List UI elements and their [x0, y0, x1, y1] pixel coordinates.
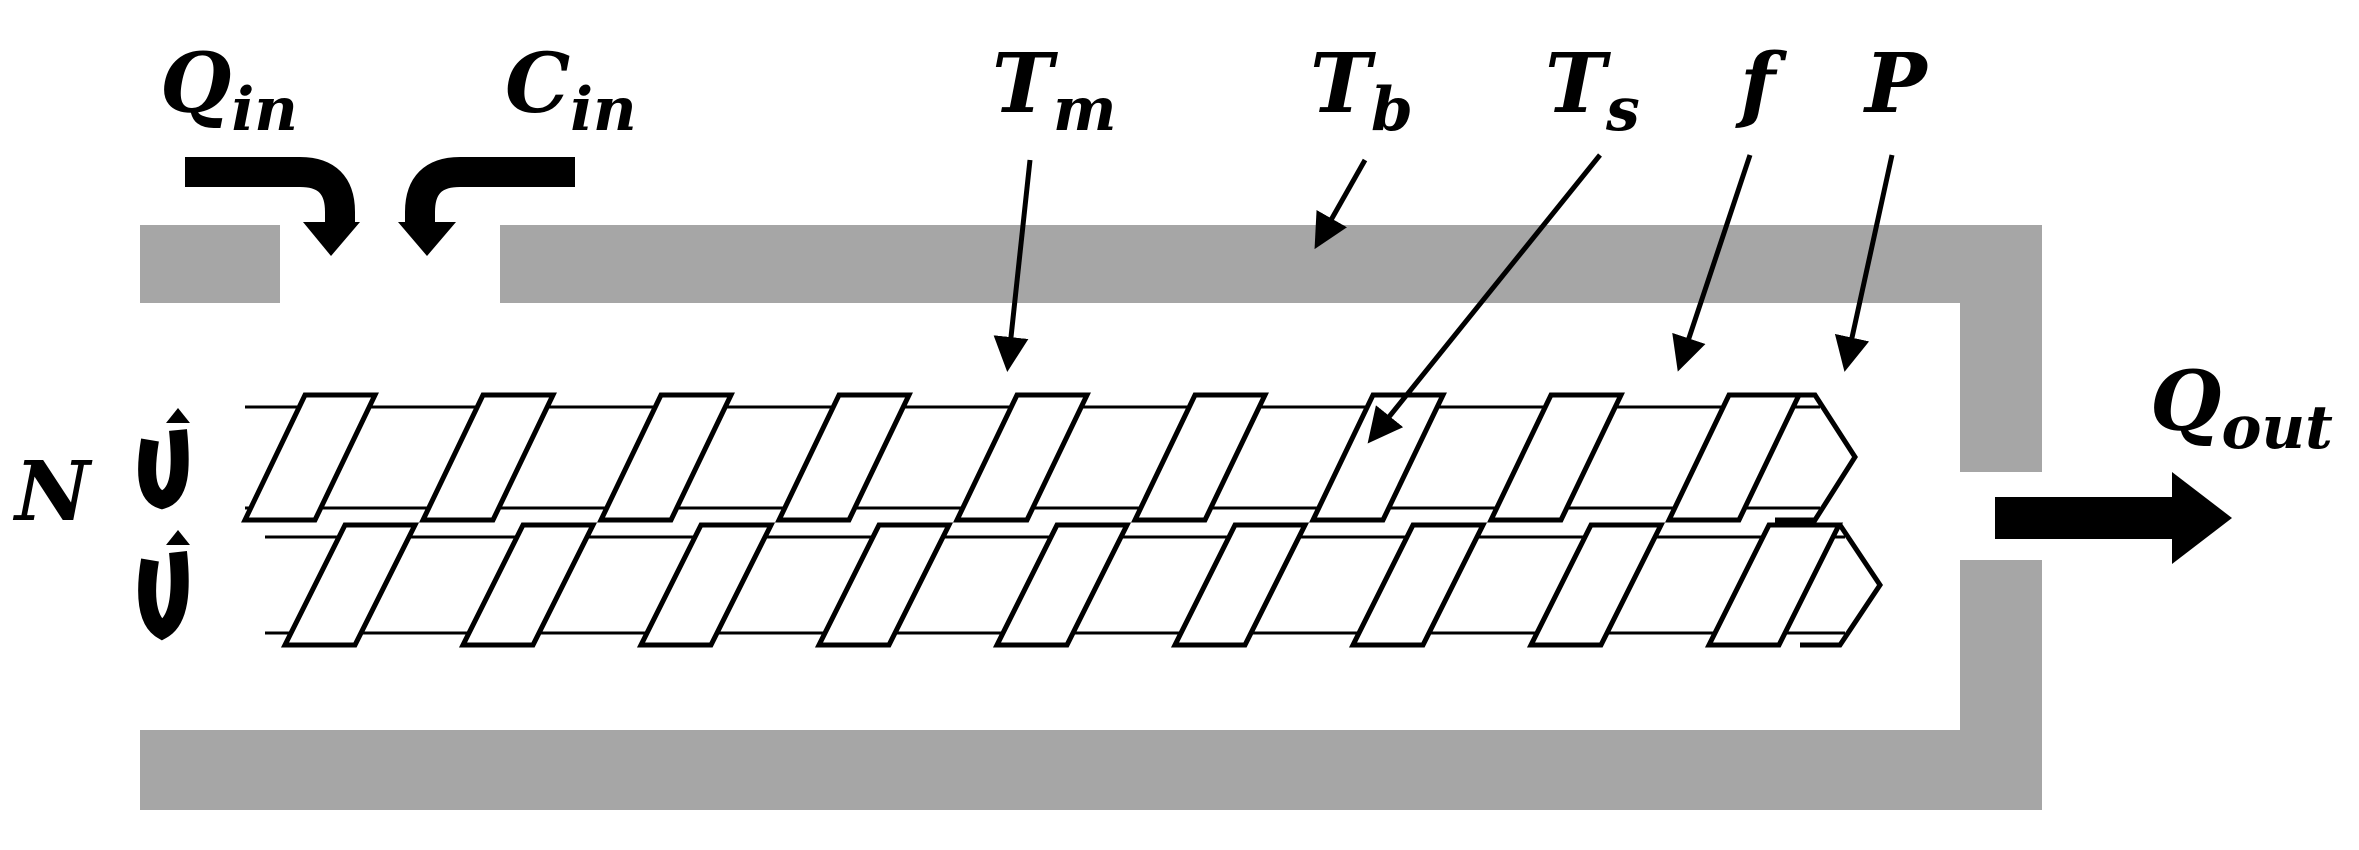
screw-flight	[597, 392, 735, 523]
n-label: N	[12, 444, 93, 540]
screw-tip	[1800, 522, 1884, 648]
q-in-label: Qin	[160, 36, 298, 145]
t-m-pointer-arrow	[993, 159, 1033, 372]
screw-flight	[1170, 522, 1310, 648]
t-m-label: Tm	[992, 36, 1117, 145]
rotation-arrow-bottom	[138, 530, 190, 641]
f-pointer-arrow	[1672, 154, 1753, 372]
screw-flight	[992, 522, 1132, 648]
screw-flight	[636, 522, 776, 648]
screw-flight	[1131, 392, 1269, 523]
c-in-label: Cin	[505, 36, 637, 145]
twin-screws	[241, 392, 1884, 648]
screw-top	[241, 392, 1858, 523]
t-b-label: Tb	[1310, 36, 1413, 145]
q-in-arrow	[185, 157, 360, 256]
screw-flight	[458, 522, 598, 648]
barrel	[140, 225, 2042, 810]
screw-flight	[1348, 522, 1488, 648]
t-s-label: Ts	[1545, 36, 1640, 145]
screw-flight	[814, 522, 954, 648]
screw-flight	[1526, 522, 1666, 648]
barrel-bottom-segment	[140, 730, 2042, 810]
t-s-pointer-arrow	[1367, 153, 1602, 444]
screw-flight	[280, 522, 420, 648]
screw-flight	[1704, 522, 1844, 648]
p-label: P	[1863, 36, 1929, 132]
screw-flight	[1665, 392, 1803, 523]
q-out-label: Qout	[2150, 354, 2333, 463]
p-pointer-arrow	[1834, 154, 1895, 372]
rotation-arrow-top	[138, 408, 190, 510]
q-out-arrow	[1995, 472, 2232, 564]
screw-flight	[241, 392, 379, 523]
screw-flight	[419, 392, 557, 523]
screw-bottom	[265, 522, 1884, 648]
screw-flight	[1487, 392, 1625, 523]
c-in-arrow	[398, 157, 575, 256]
t-b-pointer-arrow	[1314, 158, 1368, 250]
barrel-top-left-segment	[140, 225, 280, 303]
screw-flight	[953, 392, 1091, 523]
f-label: f	[1735, 36, 1787, 132]
barrel-top-right-segment	[500, 225, 2042, 303]
screw-flight	[775, 392, 913, 523]
screw-flight	[1309, 392, 1447, 523]
screw-tip	[1775, 392, 1858, 523]
barrel-right-upper-segment	[1960, 225, 2042, 472]
